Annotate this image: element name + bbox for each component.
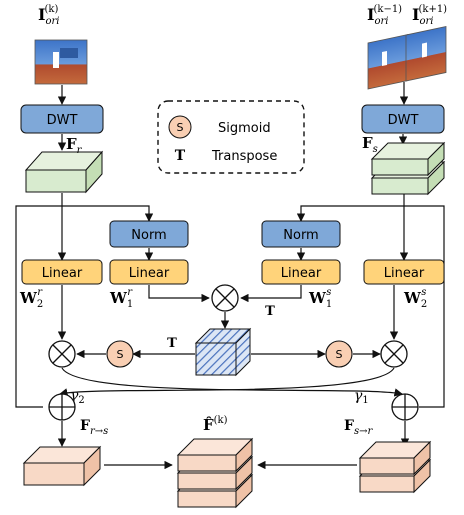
linear-block-w2s: Linear bbox=[363, 259, 445, 285]
output-slab-left bbox=[22, 445, 102, 487]
legend-transpose-label: Transpose bbox=[211, 149, 277, 164]
label-f-s-to-r: Fs→r bbox=[344, 418, 373, 437]
svg-text:Linear: Linear bbox=[384, 266, 425, 281]
arrow-w1s-to-multiply bbox=[240, 285, 302, 303]
linear-block-w2r: Linear bbox=[21, 259, 103, 285]
multiply-op-left bbox=[48, 340, 76, 368]
feature-fr-slab bbox=[24, 150, 104, 194]
label-w2s: W2s bbox=[403, 287, 427, 310]
svg-text:DWT: DWT bbox=[388, 113, 419, 128]
legend-transpose-icon: T bbox=[175, 148, 186, 164]
legend-box: S Sigmoid T Transpose bbox=[157, 100, 305, 174]
arrow-w1r-to-multiply bbox=[148, 285, 210, 303]
dwt-block-right: DWT bbox=[361, 104, 445, 134]
svg-text:Linear: Linear bbox=[281, 266, 322, 281]
label-w1s: W1s bbox=[308, 287, 332, 310]
output-stack-center bbox=[176, 437, 254, 509]
input-frame-right-b bbox=[405, 26, 447, 82]
svg-text:DWT: DWT bbox=[47, 113, 78, 128]
input-label-right-a: Iori(k−1) bbox=[367, 4, 402, 27]
svg-text:Norm: Norm bbox=[283, 228, 318, 243]
label-transpose-lower: T bbox=[167, 336, 177, 351]
feature-fs-stack bbox=[370, 141, 446, 196]
arrow-fr-to-norm bbox=[62, 205, 154, 222]
dwt-block-left: DWT bbox=[20, 104, 104, 134]
arrow-cross-right-to-left-add bbox=[59, 367, 395, 397]
label-gamma2: γ2 bbox=[70, 388, 85, 406]
label-transpose-upper: T bbox=[265, 304, 275, 319]
add-op-right bbox=[391, 393, 419, 421]
input-frame-left bbox=[34, 39, 88, 85]
label-w1r: W1r bbox=[109, 287, 133, 310]
label-w2r: W2r bbox=[19, 287, 43, 310]
label-gamma1: γ1 bbox=[354, 388, 369, 406]
input-label-right-b: Iori(k+1) bbox=[412, 4, 447, 27]
multiply-op-center bbox=[211, 284, 239, 312]
input-label-left: Iori(k) bbox=[38, 4, 59, 27]
linear-block-w1r: Linear bbox=[109, 259, 189, 285]
sigmoid-op-left: S bbox=[106, 340, 134, 368]
linear-block-w1s: Linear bbox=[261, 259, 341, 285]
norm-block-left: Norm bbox=[109, 220, 189, 248]
attention-map-cube bbox=[194, 327, 252, 377]
svg-text:Norm: Norm bbox=[131, 228, 166, 243]
add-op-left bbox=[48, 393, 76, 421]
legend-sigmoid-icon bbox=[168, 115, 192, 139]
svg-text:Linear: Linear bbox=[129, 266, 170, 281]
label-f-r-to-s: Fr→s bbox=[80, 418, 108, 437]
left-frame-line bbox=[15, 193, 63, 408]
legend-sigmoid-label: Sigmoid bbox=[218, 121, 271, 136]
label-fr: Fr bbox=[66, 135, 83, 156]
output-stack-right bbox=[358, 440, 432, 494]
right-frame-line bbox=[403, 194, 445, 408]
multiply-op-right bbox=[380, 340, 408, 368]
svg-text:S: S bbox=[336, 348, 343, 361]
label-fs: Fs bbox=[362, 134, 378, 155]
svg-text:Linear: Linear bbox=[42, 266, 83, 281]
svg-text:S: S bbox=[177, 121, 184, 134]
label-f-hat: F̂(k) bbox=[203, 415, 228, 434]
arrow-fs-to-norm bbox=[296, 205, 404, 222]
svg-text:S: S bbox=[117, 348, 124, 361]
input-frame-right-a bbox=[367, 34, 409, 90]
norm-block-right: Norm bbox=[261, 220, 341, 248]
sigmoid-op-right: S bbox=[325, 340, 353, 368]
